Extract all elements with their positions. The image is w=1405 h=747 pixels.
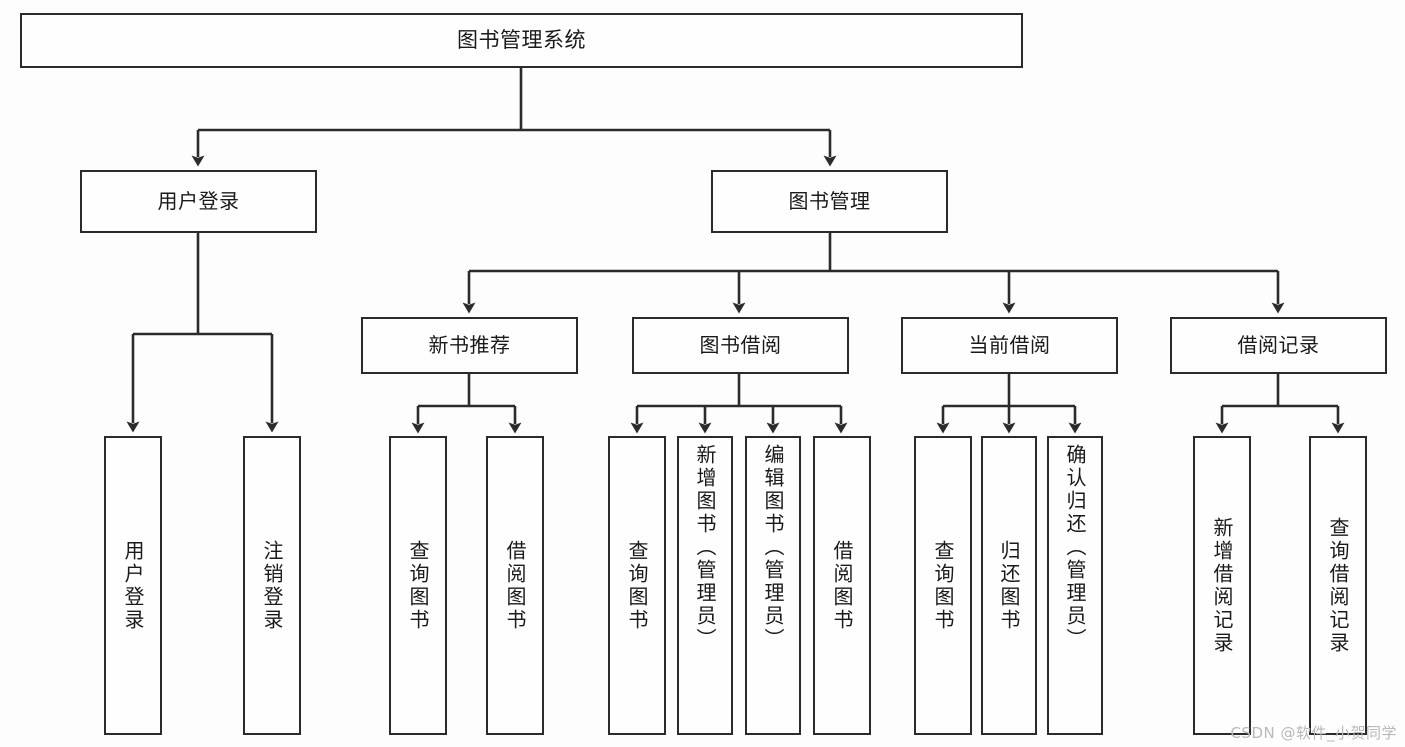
node-current-borrowing[interactable]: 当前借阅	[901, 317, 1118, 374]
node-label: 当前借阅	[968, 333, 1051, 358]
node-label: 归还图书	[997, 539, 1021, 632]
leaf-query-borrow-record[interactable]: 查询借阅记录	[1309, 436, 1367, 735]
leaf-borrow-book[interactable]: 借阅图书	[813, 436, 871, 735]
node-label: 查询图书	[406, 539, 430, 632]
node-label: 注销登录	[260, 539, 284, 632]
csdn-watermark: CSDN @软件_小贺同学	[1230, 724, 1397, 742]
node-root-book-management-system[interactable]: 图书管理系统	[20, 13, 1023, 68]
node-label: 用户登录	[121, 539, 145, 632]
node-book-management[interactable]: 图书管理	[711, 170, 948, 233]
node-label: 图书管理系统	[457, 27, 586, 52]
node-borrowing-record[interactable]: 借阅记录	[1170, 317, 1387, 374]
node-label: 编辑图书（管理员）	[761, 444, 785, 651]
node-label: 用户登录	[157, 189, 240, 214]
node-label: 查询借阅记录	[1326, 516, 1350, 655]
leaf-logout[interactable]: 注销登录	[243, 436, 301, 735]
node-label: 借阅图书	[830, 539, 854, 632]
node-user-login[interactable]: 用户登录	[80, 170, 317, 233]
leaf-add-book-admin[interactable]: 新增图书（管理员）	[677, 436, 733, 735]
leaf-user-login[interactable]: 用户登录	[104, 436, 162, 735]
node-label: 借阅记录	[1237, 333, 1320, 358]
node-new-book-recommendation[interactable]: 新书推荐	[361, 317, 578, 374]
leaf-query-book-recommend[interactable]: 查询图书	[389, 436, 447, 735]
leaf-confirm-return-admin[interactable]: 确认归还（管理员）	[1047, 436, 1103, 735]
leaf-add-borrow-record[interactable]: 新增借阅记录	[1193, 436, 1251, 735]
leaf-query-book-current[interactable]: 查询图书	[914, 436, 972, 735]
node-label: 新书推荐	[428, 333, 511, 358]
node-label: 新增借阅记录	[1210, 516, 1234, 655]
node-label: 查询图书	[625, 539, 649, 632]
node-label: 图书借阅	[699, 333, 782, 358]
leaf-query-book-borrow[interactable]: 查询图书	[608, 436, 666, 735]
node-label: 新增图书（管理员）	[693, 444, 717, 651]
leaf-edit-book-admin[interactable]: 编辑图书（管理员）	[745, 436, 801, 735]
leaf-return-book[interactable]: 归还图书	[981, 436, 1037, 735]
node-book-borrowing[interactable]: 图书借阅	[632, 317, 849, 374]
node-label: 图书管理	[788, 189, 871, 214]
node-label: 查询图书	[931, 539, 955, 632]
node-label: 借阅图书	[503, 539, 527, 632]
leaf-borrow-book-recommend[interactable]: 借阅图书	[486, 436, 544, 735]
node-label: 确认归还（管理员）	[1063, 444, 1087, 651]
